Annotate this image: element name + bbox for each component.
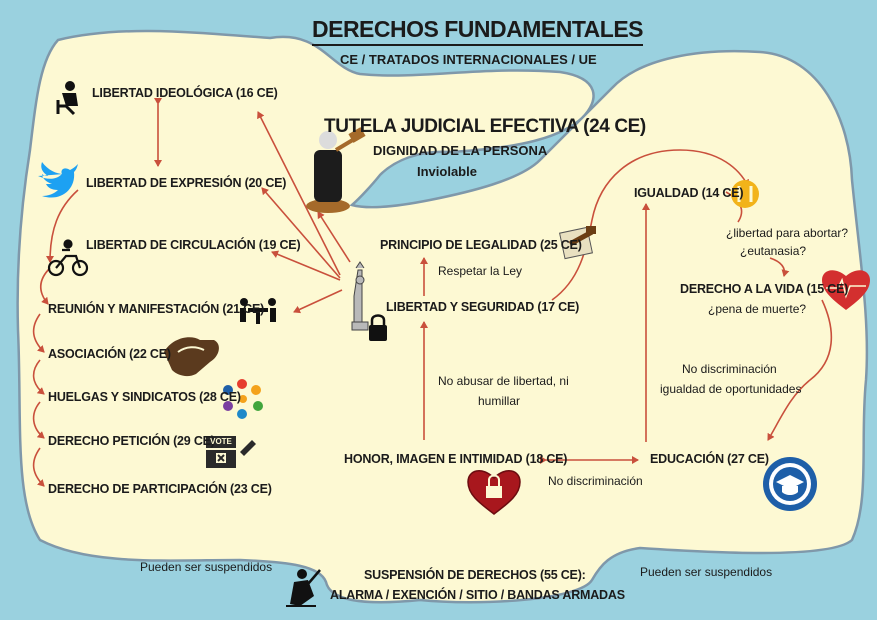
handshake-icon — [164, 337, 219, 377]
legalidad-label: PRINCIPIO DE LEGALIDAD (25 CE) — [380, 238, 582, 252]
arrow-huelgas-peticion — [32, 401, 45, 439]
no-discriminacion-note: No discriminación — [682, 362, 777, 376]
arrow-seguridad-igualdad — [551, 149, 749, 301]
suspension-label-1: SUSPENSIÓN DE DERECHOS (55 CE): — [364, 568, 586, 582]
asociacion-label: ASOCIACIÓN (22 CE) — [48, 347, 171, 361]
suspendidos-right-note: Pueden ser suspendidos — [640, 565, 773, 579]
heart-pulse-icon — [822, 270, 870, 310]
motorbike-icon — [47, 239, 89, 277]
no-abusar-note-1: No abusar de libertad, ni — [438, 374, 569, 388]
igualdad-oportunidades-note: igualdad de oportunidades — [660, 382, 802, 396]
thinker-icon — [56, 81, 78, 116]
suspendidos-left-note: Pueden ser suspendidos — [140, 560, 273, 574]
arrow-asociacion-huelgas — [32, 359, 45, 395]
gavel-book-icon — [559, 226, 596, 260]
page-title: DERECHOS FUNDAMENTALES — [312, 16, 644, 46]
judge-icon — [306, 127, 366, 213]
huelgas-label: HUELGAS Y SINDICATOS (28 CE) — [48, 390, 241, 404]
respetar-ley-note: Respetar la Ley — [438, 264, 523, 278]
arrow-statue-ideologica — [257, 111, 341, 276]
arrow-expresion-circulacion — [46, 189, 79, 263]
vote-box-icon — [206, 436, 256, 468]
arrow-eutanasia-vida — [769, 257, 790, 277]
vote-badge-text: VOTE — [210, 437, 232, 446]
arrow-statue-expresion — [261, 187, 341, 279]
arrow-reunion-asociacion — [32, 313, 45, 353]
reunion-label: REUNIÓN Y MANIFESTACIÓN (21 CE) — [48, 302, 265, 316]
derecho-vida-label: DERECHO A LA VIDA (15 CE) — [680, 282, 849, 296]
arrow-statue-reunion — [293, 289, 343, 314]
lock-icon — [369, 314, 387, 341]
heart-lock-icon — [467, 470, 521, 515]
abortar-note: ¿libertad para abortar? — [726, 226, 849, 240]
eutanasia-note: ¿eutanasia? — [740, 244, 807, 258]
connector-arrows — [32, 98, 833, 487]
arrow-statue-tutela — [317, 211, 351, 263]
igualdad-label: IGUALDAD (14 CE) — [634, 186, 744, 200]
arrow-circulacion-reunion — [39, 267, 51, 305]
libertad-circulacion-label: LIBERTAD DE CIRCULACIÓN (19 CE) — [86, 238, 301, 252]
peticion-label: DERECHO PETICIÓN (29 CE) — [48, 434, 215, 448]
liberty-statue-icon — [351, 261, 369, 331]
page-subtitle: CE / TRATADOS INTERNACIONALES / UE — [340, 52, 597, 67]
educacion-label: EDUCACIÓN (27 CE) — [650, 452, 769, 466]
meeting-icon — [240, 298, 276, 324]
pena-muerte-note: ¿pena de muerte? — [708, 302, 807, 316]
no-discriminacion-bottom-note: No discriminación — [548, 474, 643, 488]
libertad-seguridad-label: LIBERTAD Y SEGURIDAD (17 CE) — [386, 300, 580, 314]
tutela-judicial-label: TUTELA JUDICIAL EFECTIVA (24 CE) — [324, 116, 646, 137]
union-people-icon — [223, 379, 263, 419]
arrow-vida-educacion — [767, 299, 833, 441]
libertad-ideologica-label: LIBERTAD IDEOLÓGICA (16 CE) — [92, 86, 278, 100]
equality-icon — [731, 180, 759, 208]
graduation-cap-icon — [763, 457, 817, 511]
libertad-expresion-label: LIBERTAD DE EXPRESIÓN (20 CE) — [86, 176, 287, 190]
honor-label: HONOR, IMAGEN E INTIMIDAD (18 CE) — [344, 452, 568, 466]
twitter-bird-icon — [38, 162, 78, 198]
dignidad-label: DIGNIDAD DE LA PERSONA — [373, 143, 548, 158]
no-abusar-note-2: humillar — [478, 394, 521, 408]
arrow-peticion-participacion — [32, 447, 45, 487]
inviolable-label: Inviolable — [417, 164, 477, 179]
arrow-statue-circulacion — [271, 250, 341, 281]
participacion-label: DERECHO DE PARTICIPACIÓN (23 CE) — [48, 482, 272, 496]
suspension-label-2: ALARMA / EXENCIÓN / SITIO / BANDAS ARMAD… — [330, 588, 625, 602]
worker-icon — [286, 569, 321, 607]
